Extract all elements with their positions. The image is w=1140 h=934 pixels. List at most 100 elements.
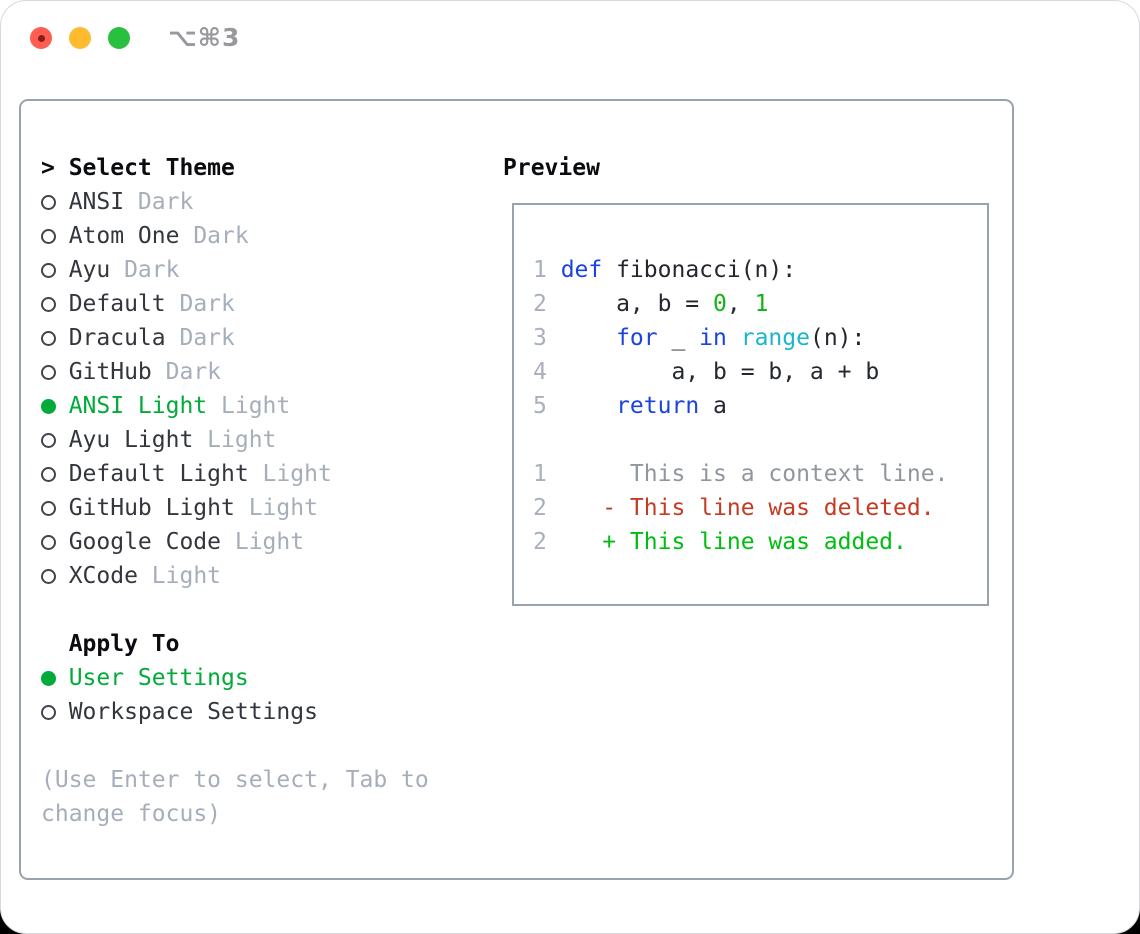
theme-option-label: Default Light xyxy=(68,461,249,487)
radio-icon xyxy=(41,330,56,346)
line-number: 2 xyxy=(533,529,547,555)
radio-cell xyxy=(41,228,69,244)
code-segment-default xyxy=(561,393,616,419)
preview-code-row: 5 return a xyxy=(533,389,987,423)
radio-cell xyxy=(41,568,69,584)
theme-option-label: Atom One xyxy=(68,223,180,249)
code-segment-default: _ xyxy=(657,325,700,351)
theme-option-github-light[interactable]: GitHub Light Light xyxy=(41,491,491,525)
theme-variant-label: Dark xyxy=(110,257,180,283)
theme-option-ayu[interactable]: Ayu Dark xyxy=(41,253,491,287)
code-segment-function: range xyxy=(740,325,810,351)
code-segment-keyword: return xyxy=(616,393,700,419)
window-title: ⌥⌘3 xyxy=(168,23,241,52)
theme-option-label: Google Code xyxy=(68,529,222,555)
code-segment-keyword: for xyxy=(616,325,658,351)
theme-option-atom-one[interactable]: Atom One Dark xyxy=(41,219,491,253)
preview-code-row xyxy=(533,423,987,457)
radio-icon xyxy=(41,704,56,720)
radio-selected-icon xyxy=(41,398,56,414)
theme-option-label: ANSI Light xyxy=(68,393,208,419)
theme-variant-label: Dark xyxy=(165,325,235,351)
preview-code-row: 4 a, b = b, a + b xyxy=(533,355,987,389)
apply-option-label: Workspace Settings xyxy=(68,699,318,725)
radio-cell xyxy=(41,432,69,448)
code-segment-default: , xyxy=(726,291,755,317)
apply-to-header: Apply To xyxy=(68,631,180,657)
theme-variant-label: Dark xyxy=(179,223,249,249)
theme-option-label: Default xyxy=(68,291,166,317)
code-segment-default xyxy=(561,325,616,351)
radio-cell xyxy=(41,704,69,720)
code-segment-default: fibonacci(n): xyxy=(602,257,797,283)
line-number: 5 xyxy=(533,393,547,419)
theme-variant-label: Light xyxy=(207,393,291,419)
radio-icon xyxy=(41,296,56,312)
radio-selected-icon xyxy=(41,670,56,686)
radio-icon xyxy=(41,228,56,244)
theme-option-google-code[interactable]: Google Code Light xyxy=(41,525,491,559)
radio-icon xyxy=(41,364,56,380)
radio-cell xyxy=(41,194,69,210)
radio-cell xyxy=(41,500,69,516)
apply-option-label: User Settings xyxy=(68,665,249,691)
close-inner-dot-icon xyxy=(37,34,45,42)
line-number: 2 xyxy=(533,495,547,521)
theme-option-default-light[interactable]: Default Light Light xyxy=(41,457,491,491)
radio-cell xyxy=(41,262,69,278)
radio-cell xyxy=(41,670,69,686)
radio-cell xyxy=(41,466,69,482)
code-segment-number: 1 xyxy=(754,291,769,317)
theme-variant-label: Light xyxy=(234,495,318,521)
theme-option-ayu-light[interactable]: Ayu Light Light xyxy=(41,423,491,457)
theme-variant-label: Dark xyxy=(151,359,222,385)
theme-option-label: Ayu Light xyxy=(68,427,194,453)
radio-cell xyxy=(41,364,69,380)
radio-icon xyxy=(41,568,56,584)
radio-cell xyxy=(41,296,69,312)
code-segment-added: + This line was added. xyxy=(560,529,907,555)
radio-icon xyxy=(41,432,56,448)
apply-option-workspace-settings[interactable]: Workspace Settings xyxy=(41,695,491,729)
theme-option-github[interactable]: GitHub Dark xyxy=(41,355,491,389)
spacer xyxy=(41,593,491,627)
line-number: 3 xyxy=(533,325,547,351)
code-segment-default: a xyxy=(699,393,727,419)
theme-option-ansi[interactable]: ANSI Dark xyxy=(41,185,491,219)
minimize-button[interactable] xyxy=(69,27,91,49)
preview-code-row: 3 for _ in range(n): xyxy=(533,321,987,355)
theme-option-default[interactable]: Default Dark xyxy=(41,287,491,321)
theme-option-label: GitHub Light xyxy=(68,495,235,521)
theme-option-xcode[interactable]: XCode Light xyxy=(41,559,491,593)
theme-option-ansi-light[interactable]: ANSI Light Light xyxy=(41,389,491,423)
theme-option-label: GitHub xyxy=(68,359,152,385)
preview-code-row: 2 + This line was added. xyxy=(533,525,987,559)
theme-variant-label: Dark xyxy=(124,189,194,215)
preview-label: Preview xyxy=(503,155,600,181)
apply-option-user-settings[interactable]: User Settings xyxy=(41,661,491,695)
theme-option-dracula[interactable]: Dracula Dark xyxy=(41,321,491,355)
theme-variant-label: Dark xyxy=(165,291,235,317)
radio-icon xyxy=(41,500,56,516)
cursor-prefix-icon: > xyxy=(41,155,55,181)
help-text-line: change focus) xyxy=(41,801,222,827)
theme-variant-label: Light xyxy=(193,427,277,453)
radio-icon xyxy=(41,194,56,210)
code-segment-default: (n): xyxy=(809,325,866,351)
radio-icon xyxy=(41,466,56,482)
maximize-button[interactable] xyxy=(108,27,130,49)
radio-cell xyxy=(41,330,69,346)
code-segment-default: a, b = b, a + b xyxy=(560,359,880,385)
select-theme-header: >Select Theme xyxy=(41,151,491,185)
theme-option-label: Dracula xyxy=(68,325,166,351)
line-number: 2 xyxy=(533,291,547,317)
close-button[interactable] xyxy=(30,27,52,49)
radio-icon xyxy=(41,534,56,550)
